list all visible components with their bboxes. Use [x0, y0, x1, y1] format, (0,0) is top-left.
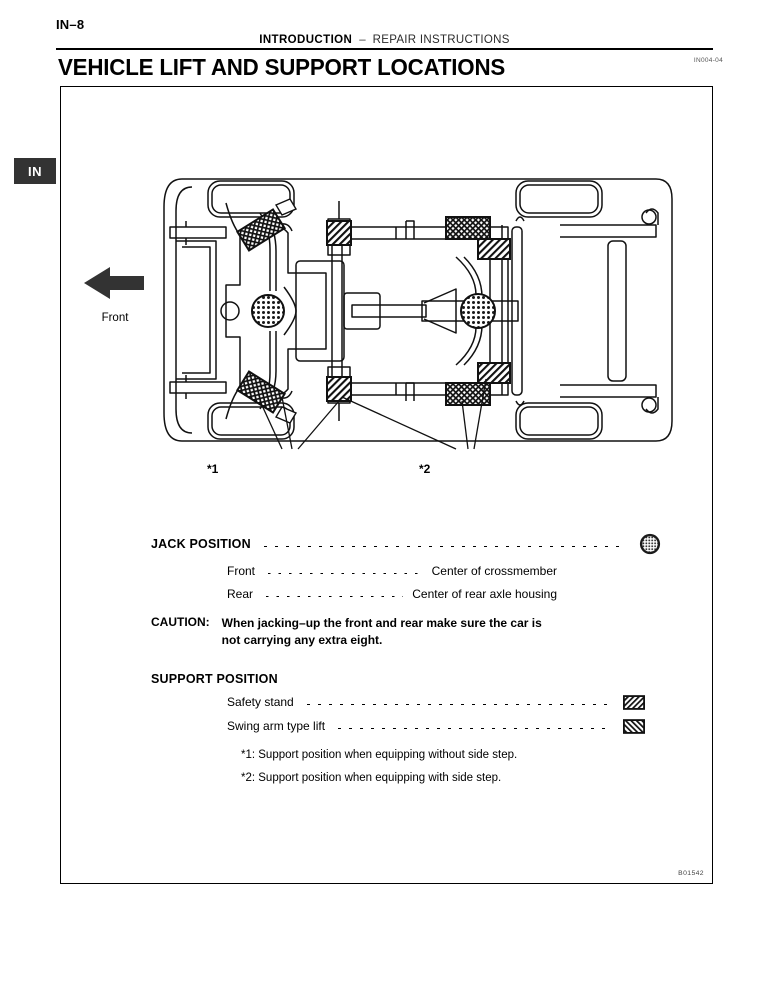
mesh-circle-icon	[639, 533, 661, 555]
support-safety-stand-dots	[302, 703, 609, 705]
front-arrow	[80, 262, 150, 309]
hatch-right-box-icon	[623, 694, 645, 710]
support-safety-stand-row: Safety stand	[227, 694, 645, 710]
support-swing-arm-dots	[334, 727, 609, 729]
page-title: VEHICLE LIFT AND SUPPORT LOCATIONS	[58, 54, 506, 80]
jack-rear-row: Rear Center of rear axle housing	[227, 587, 557, 601]
jack-front-row: Front Center of crossmember	[227, 564, 557, 578]
support-marker-rail-lower	[326, 376, 352, 402]
hatch-left-box-icon	[623, 718, 645, 734]
running-header: INTRODUCTION–REPAIR INSTRUCTIONS	[0, 34, 769, 46]
footnote-1: *1: Support position when equipping with…	[241, 748, 518, 761]
document-code-bottom: B01542	[678, 870, 704, 877]
caution-line-1: When jacking–up the front and rear make …	[221, 616, 542, 630]
arrow-left-icon	[84, 267, 144, 299]
header-separator: –	[359, 34, 366, 46]
jack-rear-value: Center of rear axle housing	[412, 587, 557, 601]
jack-position-row: JACK POSITION	[151, 533, 661, 555]
content-frame: B01542	[60, 86, 713, 884]
legend-block: JACK POSITION Front Center of crossmembe…	[151, 533, 661, 784]
document-code-top: IN004-04	[693, 57, 723, 64]
callout-2-label: *2	[419, 462, 431, 476]
support-marker-rail-upper	[326, 220, 352, 246]
jack-front-value: Center of crossmember	[431, 564, 557, 578]
caution-line-2: not carrying any extra eight.	[221, 633, 383, 648]
jack-leader-dots	[259, 545, 626, 547]
caution-text: When jacking–up the front and rear make …	[222, 615, 542, 650]
support-swing-arm-key: Swing arm type lift	[227, 719, 326, 734]
support-marker-axle-upper	[477, 238, 511, 260]
jack-front-dots	[264, 572, 423, 574]
support-marker-sidestep-lower	[445, 382, 491, 406]
support-marker-sidestep-upper	[445, 216, 491, 240]
caution-tag: CAUTION:	[151, 615, 210, 629]
section-tab-in: IN	[14, 158, 56, 184]
support-marker-front-upper	[235, 198, 298, 252]
header-subsection: REPAIR INSTRUCTIONS	[372, 34, 510, 46]
support-position-heading: SUPPORT POSITION	[151, 671, 278, 686]
footnote-2: *2: Support position when equipping with…	[241, 771, 502, 784]
caution-block: CAUTION: When jacking–up the front and r…	[151, 615, 661, 650]
support-marker-axle-lower	[477, 362, 511, 384]
vehicle-underbody-diagram	[163, 178, 673, 450]
support-safety-stand-key: Safety stand	[227, 695, 294, 710]
page-number: IN–8	[56, 17, 85, 32]
jack-front-key: Front	[227, 564, 256, 578]
callout-1-label: *1	[207, 462, 219, 476]
jack-rear-dots	[262, 595, 404, 597]
front-direction-label: Front	[101, 312, 129, 324]
support-swing-arm-row: Swing arm type lift	[227, 718, 645, 734]
header-divider	[56, 48, 713, 50]
jack-position-heading: JACK POSITION	[151, 537, 251, 551]
jack-rear-key: Rear	[227, 587, 254, 601]
header-section: INTRODUCTION	[259, 34, 353, 46]
